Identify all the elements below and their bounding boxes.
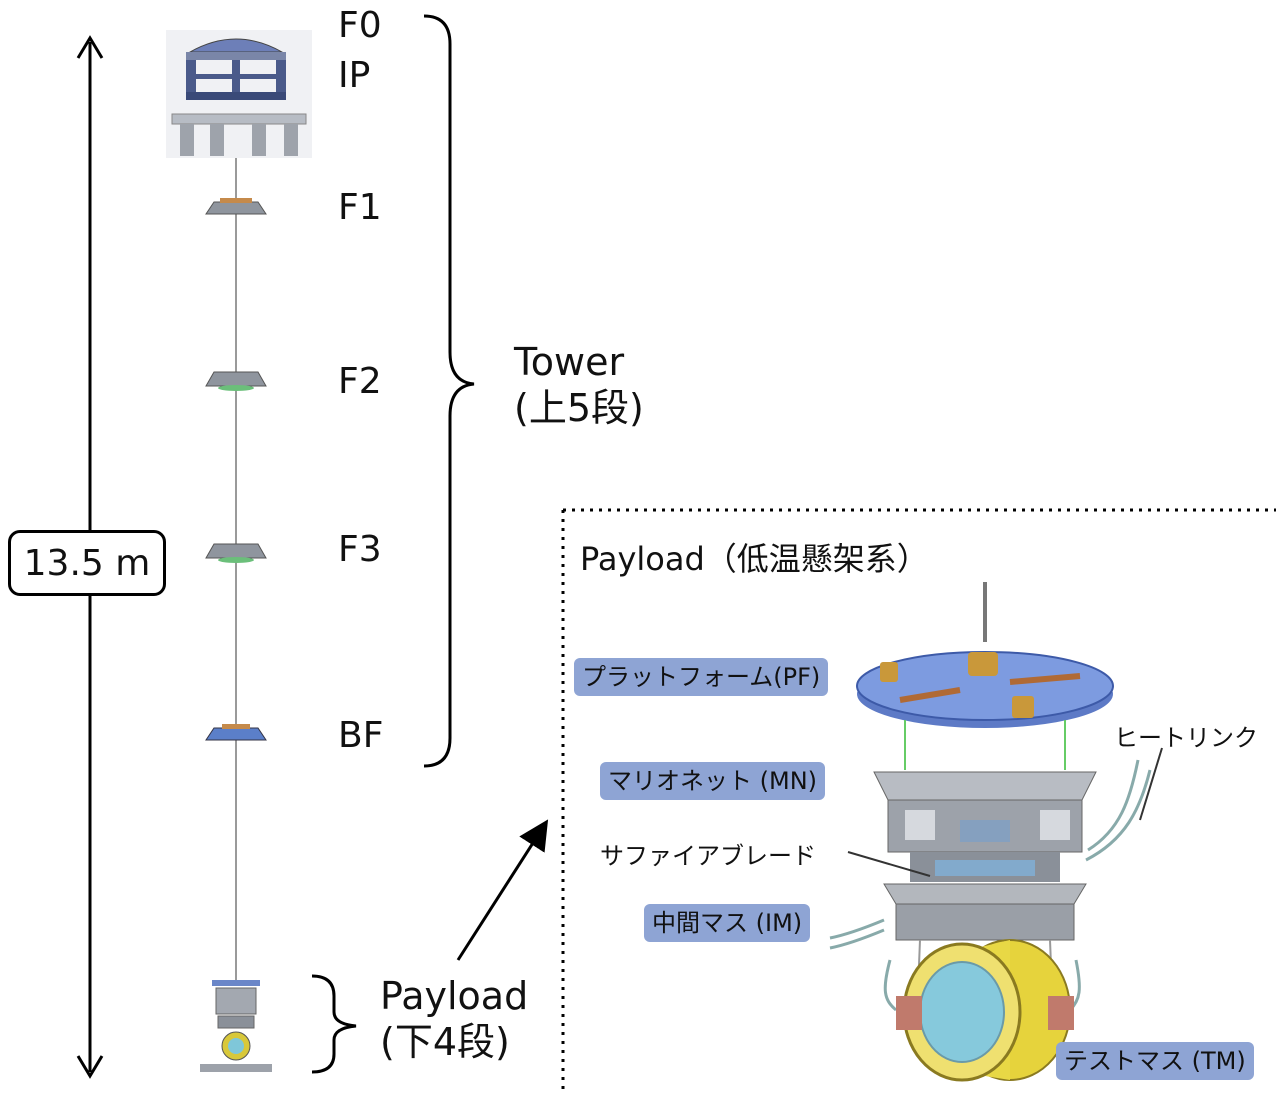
payload-brace bbox=[311, 974, 357, 1074]
note-sapphire-blade: サファイアブレード bbox=[600, 842, 816, 870]
sapphire-blade-leader bbox=[847, 851, 931, 877]
tower-label-line2: (上5段) bbox=[514, 385, 644, 430]
heat-link-leader bbox=[1139, 747, 1163, 821]
payload-detail-render bbox=[829, 582, 1152, 1082]
height-label: 13.5 m bbox=[8, 530, 166, 596]
stage-label-f1: F1 bbox=[338, 187, 382, 228]
payload-small-chain bbox=[200, 980, 272, 1072]
note-heat-link: ヒートリンク bbox=[1114, 724, 1258, 752]
payload-label-line1: Payload bbox=[380, 974, 529, 1018]
f1-filter bbox=[205, 198, 267, 215]
f0-ip-structure bbox=[166, 30, 312, 158]
stage-label-f0: F0 bbox=[338, 5, 382, 46]
height-value: 13.5 m bbox=[23, 542, 151, 584]
payload-pointer-arrow bbox=[456, 819, 549, 961]
stage-label-f3: F3 bbox=[338, 529, 382, 570]
payload-panel-border bbox=[561, 508, 1276, 1090]
tower-label-line1: Tower bbox=[514, 340, 625, 384]
payload-panel-title: Payload（低温懸架系） bbox=[580, 540, 929, 578]
tag-marionette: マリオネット (MN) bbox=[600, 762, 826, 801]
payload-group-label: Payload (下4段) bbox=[380, 974, 528, 1065]
tag-intermediate-mass: 中間マス (IM) bbox=[644, 904, 811, 943]
stage-label-f2: F2 bbox=[338, 361, 382, 402]
tower-group-label: Tower (上5段) bbox=[514, 340, 644, 431]
payload-label-line2: (下4段) bbox=[380, 1019, 510, 1064]
tower-brace bbox=[423, 14, 475, 768]
tag-platform: プラットフォーム(PF) bbox=[574, 658, 829, 697]
f2-filter bbox=[205, 371, 267, 391]
bf-filter bbox=[205, 724, 267, 741]
stage-label-bf: BF bbox=[338, 715, 384, 756]
tag-test-mass: テストマス (TM) bbox=[1056, 1042, 1254, 1081]
stage-label-ip: IP bbox=[338, 55, 371, 96]
f3-filter bbox=[205, 543, 267, 563]
